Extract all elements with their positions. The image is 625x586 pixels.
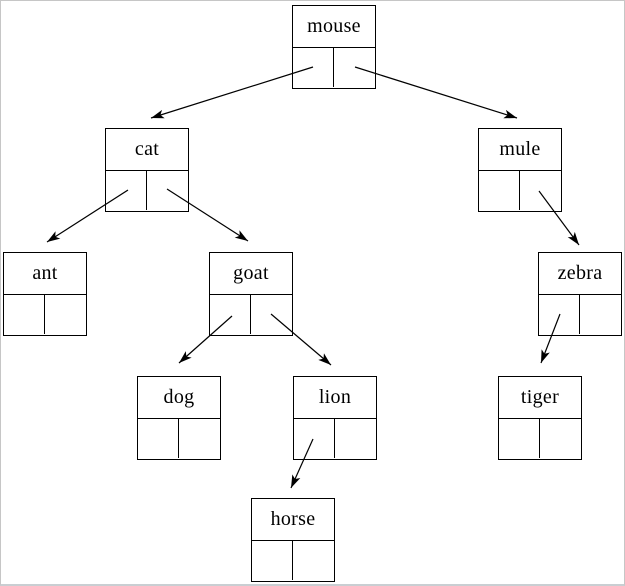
right-pointer-cell xyxy=(520,171,561,210)
right-pointer-cell xyxy=(251,295,292,334)
tree-node-horse: horse xyxy=(251,498,335,582)
node-label-zebra: zebra xyxy=(539,253,621,295)
left-pointer-cell xyxy=(293,48,334,87)
tree-node-tiger: tiger xyxy=(498,376,582,460)
pointer-cells xyxy=(252,541,334,580)
left-pointer-cell xyxy=(4,295,45,334)
pointer-cells xyxy=(138,419,220,458)
tree-node-cat: cat xyxy=(105,128,189,212)
tree-node-dog: dog xyxy=(137,376,221,460)
pointer-cells xyxy=(106,171,188,210)
right-pointer-cell xyxy=(334,48,375,87)
pointer-cells xyxy=(294,419,376,458)
pointer-cells xyxy=(4,295,86,334)
tree-node-lion: lion xyxy=(293,376,377,460)
tree-node-goat: goat xyxy=(209,252,293,336)
node-label-goat: goat xyxy=(210,253,292,295)
left-pointer-cell xyxy=(499,419,540,458)
node-label-mouse: mouse xyxy=(293,6,375,48)
left-pointer-cell xyxy=(210,295,251,334)
right-pointer-cell xyxy=(335,419,376,458)
node-label-mule: mule xyxy=(479,129,561,171)
right-pointer-cell xyxy=(147,171,188,210)
pointer-cells xyxy=(293,48,375,87)
tree-node-zebra: zebra xyxy=(538,252,622,336)
tree-node-mouse: mouse xyxy=(292,5,376,89)
right-pointer-cell xyxy=(540,419,581,458)
node-label-horse: horse xyxy=(252,499,334,541)
node-label-ant: ant xyxy=(4,253,86,295)
right-pointer-cell xyxy=(179,419,220,458)
tree-node-ant: ant xyxy=(3,252,87,336)
left-pointer-cell xyxy=(106,171,147,210)
node-label-cat: cat xyxy=(106,129,188,171)
left-pointer-cell xyxy=(294,419,335,458)
right-pointer-cell xyxy=(293,541,334,580)
tree-node-mule: mule xyxy=(478,128,562,212)
pointer-cells xyxy=(479,171,561,210)
left-pointer-cell xyxy=(479,171,520,210)
pointer-cells xyxy=(539,295,621,334)
right-pointer-cell xyxy=(45,295,86,334)
pointer-cells xyxy=(210,295,292,334)
node-label-lion: lion xyxy=(294,377,376,419)
node-label-dog: dog xyxy=(138,377,220,419)
left-pointer-cell xyxy=(252,541,293,580)
right-pointer-cell xyxy=(580,295,621,334)
node-label-tiger: tiger xyxy=(499,377,581,419)
pointer-cells xyxy=(499,419,581,458)
left-pointer-cell xyxy=(138,419,179,458)
left-pointer-cell xyxy=(539,295,580,334)
